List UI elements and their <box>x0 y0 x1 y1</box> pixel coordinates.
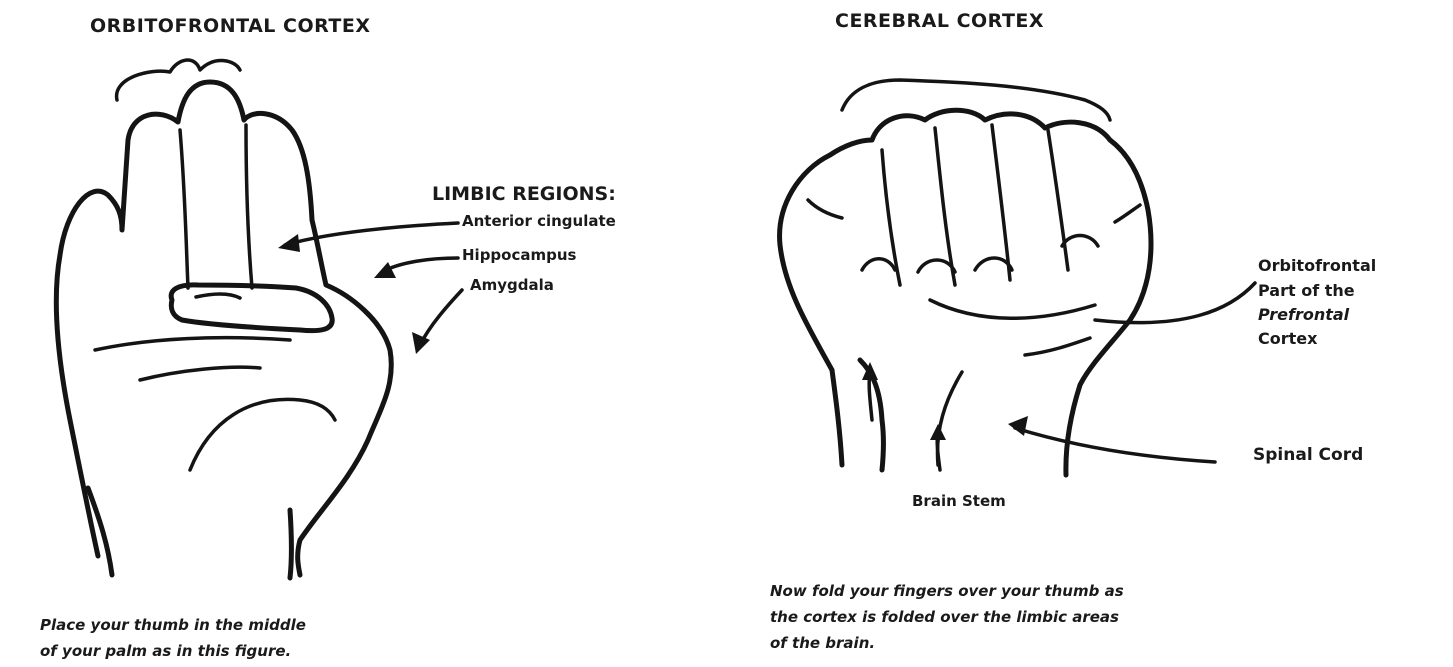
fingernail-4 <box>1062 236 1098 247</box>
finger-line-1 <box>180 130 188 288</box>
fist-outline <box>780 110 1151 475</box>
hand-outline <box>56 82 391 575</box>
right-caption-line-3: of the brain. <box>770 630 875 656</box>
arrow-orbitofrontal <box>1095 283 1255 323</box>
cerebral-cortex-title: CEREBRAL CORTEX <box>835 10 1044 32</box>
thumb-nail <box>196 294 240 298</box>
fist-crease <box>1025 338 1090 355</box>
fist-drawing <box>780 80 1151 475</box>
label-amygdala: Amygdala <box>470 276 554 294</box>
label-orbitofrontal-line-2: Part of the <box>1258 280 1355 302</box>
palm-crease-1 <box>95 338 290 350</box>
label-hippocampus: Hippocampus <box>462 246 576 264</box>
open-hand-drawing <box>56 60 391 578</box>
palm-crease-2 <box>140 367 260 380</box>
orbitofrontal-cortex-title: ORBITOFRONTAL CORTEX <box>90 15 370 37</box>
arrow-spinal-cord <box>1015 428 1215 462</box>
label-spinal-cord: Spinal Cord <box>1253 445 1363 465</box>
left-caption-line-1: Place your thumb in the middle <box>40 612 306 638</box>
fist-side-line-left <box>808 200 842 218</box>
palm-crease-3 <box>190 399 335 470</box>
arrow-hippocampus <box>382 258 458 272</box>
arrowhead-hippocampus <box>374 262 396 278</box>
label-anterior-cingulate: Anterior cingulate <box>462 212 616 230</box>
orbitofrontal-bracket <box>117 60 240 100</box>
left-caption-line-2: of your palm as in this figure. <box>40 638 291 664</box>
thumb-outline <box>171 285 332 331</box>
label-brain-stem: Brain Stem <box>912 492 1006 510</box>
brain-stem-line <box>937 372 962 465</box>
arrowhead-spinal-cord <box>1008 416 1028 436</box>
label-orbitofrontal-line-1: Orbitofrontal <box>1258 255 1376 277</box>
fist-arrows <box>862 283 1255 470</box>
fist-thumb-line <box>930 300 1095 318</box>
limbic-regions-heading: LIMBIC REGIONS: <box>432 183 616 205</box>
right-caption-line-2: the cortex is folded over the limbic are… <box>770 604 1119 630</box>
fist-side-line-right <box>1115 205 1140 222</box>
label-orbitofrontal-line-4: Cortex <box>1258 328 1317 350</box>
wrist-line-right <box>290 510 292 578</box>
fist-finger-line-4 <box>1048 130 1068 270</box>
finger-line-2 <box>246 125 252 288</box>
arrowhead-anterior-cingulate <box>278 234 300 252</box>
right-caption-line-1: Now fold your fingers over your thumb as <box>770 578 1124 604</box>
arrowhead-brain-stem <box>930 424 946 440</box>
label-orbitofrontal-line-3: Prefrontal <box>1258 304 1349 326</box>
fingernail-1 <box>862 259 895 270</box>
arrow-amygdala <box>420 290 462 345</box>
